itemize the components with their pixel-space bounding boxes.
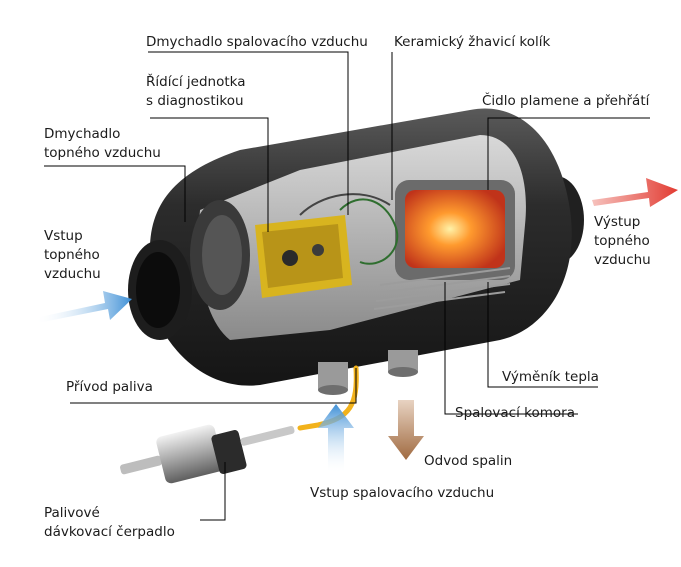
leader-lines — [44, 51, 650, 521]
label-fuel-pump-line2: dávkovací čerpadlo — [44, 524, 175, 540]
label-heating-air-inlet-line2: topného — [44, 247, 100, 263]
label-ceramic-glow-pin: Keramický žhavicí kolík — [394, 34, 551, 50]
label-heating-air-inlet-line1: Vstup — [44, 228, 83, 244]
label-heating-air-blower-line1: Dmychadlo — [44, 126, 121, 142]
label-exhaust-outlet: Odvod spalin — [424, 453, 513, 469]
label-fuel-pump: Palivové dávkovací čerpadlo — [44, 504, 175, 542]
heating-air-outlet-arrow — [592, 178, 678, 207]
label-flame-sensor: Čidlo plamene a přehřátí — [482, 93, 650, 109]
label-heating-air-outlet: Výstup topného vzduchu — [594, 213, 651, 270]
label-combustion-chamber: Spalovací komora — [455, 405, 575, 421]
label-fuel-pump-line1: Palivové — [44, 505, 100, 521]
exhaust-outlet-arrow — [388, 400, 424, 460]
label-heating-air-inlet: Vstup topného vzduchu — [44, 227, 101, 284]
heating-air-inlet-arrow — [35, 291, 132, 323]
label-control-unit-line2: s diagnostikou — [146, 93, 244, 109]
label-heating-air-outlet-line3: vzduchu — [594, 252, 651, 268]
label-heating-air-blower-line2: topného vzduchu — [44, 145, 161, 161]
label-control-unit: Řídící jednotka s diagnostikou — [146, 73, 246, 111]
label-combustion-air-blower: Dmychadlo spalovacího vzduchu — [146, 34, 368, 50]
label-heating-air-outlet-line1: Výstup — [594, 214, 641, 230]
fuel-pump — [120, 424, 295, 484]
combustion-air-inlet-arrow — [318, 404, 354, 472]
label-combustion-air-inlet: Vstup spalovacího vzduchu — [310, 485, 495, 501]
heater-housing — [128, 108, 584, 395]
label-heating-air-blower: Dmychadlo topného vzduchu — [44, 125, 161, 163]
label-heat-exchanger: Výměník tepla — [502, 369, 599, 385]
label-heating-air-inlet-line3: vzduchu — [44, 266, 101, 282]
label-heating-air-outlet-line2: topného — [594, 233, 650, 249]
label-fuel-supply: Přívod paliva — [66, 379, 153, 395]
label-control-unit-line1: Řídící jednotka — [146, 74, 246, 90]
